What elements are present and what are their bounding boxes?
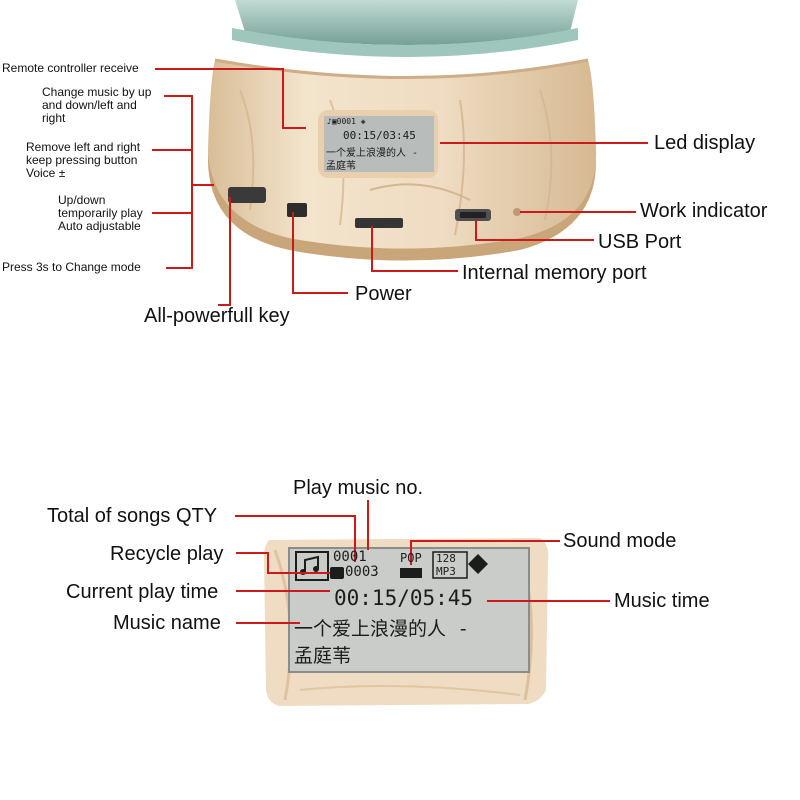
label-current-time: Current play time xyxy=(66,581,219,603)
lcd-song-total: 0003 xyxy=(345,564,379,580)
label-work-indicator: Work indicator xyxy=(640,200,768,222)
lcd-music-name-2: 孟庭苇 xyxy=(294,645,352,667)
label-remote-receiver: Remote controller receive xyxy=(2,61,139,75)
leader-remote xyxy=(155,68,306,129)
label-led-display: Led display xyxy=(654,132,756,154)
leader-sound xyxy=(410,540,560,565)
label-recycle: Recycle play xyxy=(110,543,224,565)
label-updown: Up/down temporarily play Auto adjustable xyxy=(58,193,143,234)
label-memory-port: Internal memory port xyxy=(462,262,647,284)
leader-all-key xyxy=(218,197,231,306)
lcd-eq-mode: POP xyxy=(400,551,422,565)
label-voice: Remove left and right keep pressing butt… xyxy=(26,140,141,181)
label-usb-port: USB Port xyxy=(598,231,682,253)
label-music-time: Music time xyxy=(614,590,710,612)
lcd-format: MP3 xyxy=(436,565,456,578)
label-change-mode: Press 3s to Change mode xyxy=(2,260,141,274)
lcd-music-name: 一个爱上浪漫的人 - xyxy=(294,618,469,640)
label-total-songs: Total of songs QTY xyxy=(47,505,218,527)
top-lcd-name2: 孟庭苇 xyxy=(326,161,356,172)
leader-change-music xyxy=(164,95,193,269)
top-lcd-name: 一个爱上浪漫的人 - xyxy=(326,148,419,159)
label-all-key: All-powerfull key xyxy=(144,305,290,327)
led-display-panel xyxy=(318,110,438,178)
lcd-song-number: 0001 xyxy=(333,549,367,565)
lcd-closeup xyxy=(264,538,549,706)
glass-dome xyxy=(232,0,578,57)
label-power: Power xyxy=(355,283,412,305)
label-change-music: Change music by up and down/left and rig… xyxy=(42,85,152,126)
leader-recycle xyxy=(236,552,330,574)
top-lcd-status: ♪▣0001 ◈ xyxy=(327,117,366,126)
leader-lines xyxy=(152,68,648,624)
lcd-bitrate: 128 xyxy=(436,552,456,565)
label-sound-mode: Sound mode xyxy=(563,530,677,552)
label-play-no: Play music no. xyxy=(293,477,424,499)
leader-usb xyxy=(475,220,594,241)
leader-total xyxy=(235,515,356,562)
label-music-name: Music name xyxy=(113,612,221,634)
top-lcd-time: 00:15/03:45 xyxy=(343,129,416,142)
leader-power xyxy=(292,212,348,294)
leader-memory xyxy=(371,226,458,272)
lcd-play-time: 00:15/05:45 xyxy=(334,586,474,610)
